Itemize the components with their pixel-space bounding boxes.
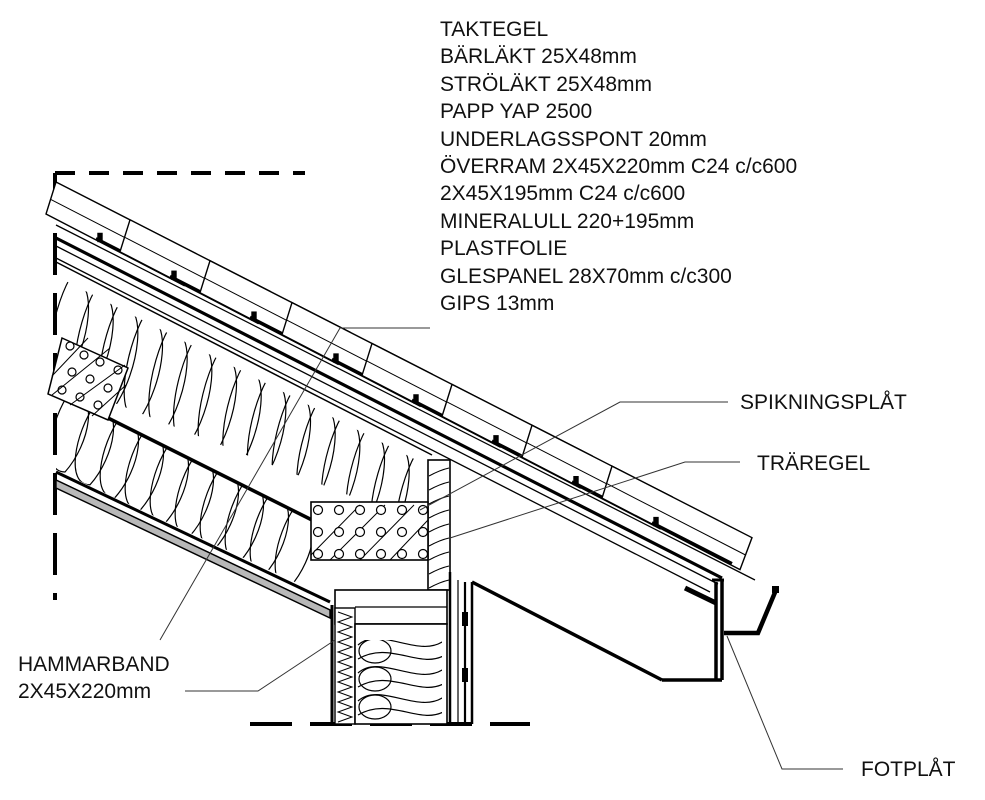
leader-fotplat — [726, 635, 843, 770]
nail-hole — [312, 526, 324, 538]
underlay-felt-line — [55, 236, 723, 580]
nail-hole — [354, 504, 366, 516]
spec-item: GLESPANEL 28X70mm c/c300 — [440, 264, 732, 288]
nail-hole — [396, 548, 408, 560]
spec-item: 2X45X195mm C24 c/c600 — [440, 182, 686, 206]
counter-batten-line — [55, 224, 756, 581]
spec-item: UNDERLAGSSPONT 20mm — [440, 127, 707, 151]
layer-specification-list: TAKTEGEL BÄRLÄKT 25X48mm STRÖLÄKT 25X48m… — [440, 16, 797, 317]
spec-item: BÄRLÄKT 25X48mm — [440, 45, 637, 69]
spec-item: ÖVERRAM 2X45X220mm C24 c/c600 — [440, 155, 798, 179]
leader-traregel — [449, 461, 740, 539]
insulation-loop — [246, 378, 287, 484]
wall-section — [330, 572, 468, 725]
callout-hammarband: HAMMARBAND 2X45X220mm — [18, 651, 170, 706]
spikningsplat-plate — [310, 501, 429, 561]
insulation-loop — [296, 403, 336, 509]
nail-plate-upper — [47, 336, 129, 421]
spec-item: PAPP YAP 2500 — [440, 100, 593, 124]
leader-spikningsplat — [419, 401, 728, 511]
nail-hole — [417, 504, 429, 516]
rafter-top — [55, 261, 433, 456]
leader-lines — [159, 327, 843, 770]
spec-item: TAKTEGEL — [440, 18, 549, 41]
insulation-loop — [345, 428, 386, 528]
callout-traregel: TRÄREGEL — [757, 452, 871, 475]
nail-hole — [396, 526, 408, 538]
leader-hammarband — [185, 639, 336, 692]
nail-hole — [417, 548, 429, 560]
spec-item: STRÖLÄKT 25X48mm — [440, 72, 653, 96]
sarking-board-bottom — [55, 257, 711, 593]
nail-hole — [333, 548, 345, 560]
insulation-loop — [394, 453, 432, 528]
insulation-loop — [271, 390, 312, 497]
spec-item: GIPS 13mm — [440, 292, 555, 316]
nail-hole — [312, 548, 324, 560]
nail-hole — [396, 504, 408, 516]
nail-hole — [354, 526, 366, 538]
nail-hole — [375, 504, 387, 516]
callout-spikningsplat: SPIKNINGSPLÅT — [740, 391, 907, 414]
nail-hole — [333, 504, 345, 516]
callout-hammarband-title: HAMMARBAND — [18, 653, 170, 676]
nail-hole — [354, 548, 366, 560]
rafter-bottom — [55, 470, 331, 604]
insulation-loop — [123, 315, 164, 421]
nail-hole — [375, 548, 387, 560]
nail-hole — [375, 526, 387, 538]
nail-hole — [333, 526, 345, 538]
roof-tiles — [45, 180, 753, 571]
callout-fotplat: FOTPLÅT — [861, 758, 956, 781]
spec-item: PLASTFOLIE — [440, 237, 568, 261]
eave-soffit — [470, 578, 779, 724]
insulation-loop — [222, 365, 262, 471]
nail-hole — [417, 526, 429, 538]
gutter-bracket — [724, 589, 779, 636]
insulation-loop — [370, 441, 410, 528]
wall-plate-block — [310, 459, 451, 591]
insulation-loop — [197, 353, 238, 459]
sarking-board-top — [55, 245, 719, 585]
spec-item: MINERALULL 220+195mm — [440, 209, 695, 233]
insulation-loop — [148, 327, 188, 434]
leader-spec-list — [159, 327, 430, 641]
callout-hammarband-size: 2X45X220mm — [18, 680, 152, 704]
insulation-loop — [172, 340, 213, 446]
gypsum-board — [55, 478, 331, 620]
nail-hole — [312, 504, 324, 516]
